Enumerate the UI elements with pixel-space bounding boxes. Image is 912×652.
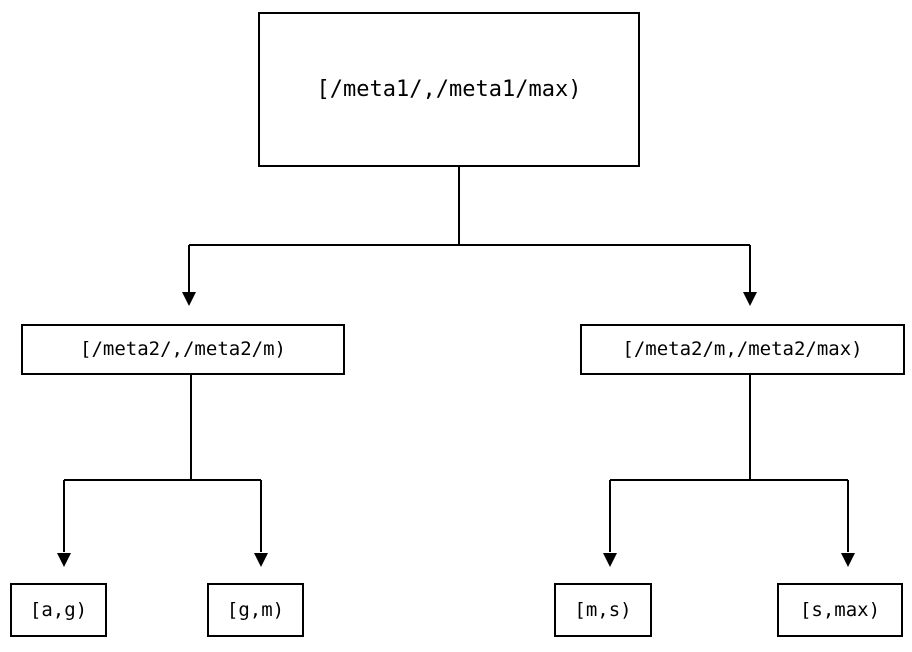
tree-node-leaf-smax[interactable]: [s,max): [777, 583, 903, 637]
tree-node-level2-right[interactable]: [/meta2/m,/meta2/max): [580, 324, 905, 375]
tree-node-leaf-ms-label: [m,s): [574, 598, 632, 621]
tree-node-root-label: [/meta1/,/meta1/max): [316, 76, 582, 102]
tree-node-leaf-gm[interactable]: [g,m): [207, 583, 304, 637]
tree-node-leaf-gm-label: [g,m): [226, 598, 285, 621]
arrowhead-icon-to-leaf-gm: [254, 553, 268, 567]
tree-node-leaf-smax-label: [s,max): [799, 598, 881, 621]
arrowhead-icon-to-leaf-ag: [57, 553, 71, 567]
tree-node-root[interactable]: [/meta1/,/meta1/max): [258, 12, 640, 167]
tree-node-level2-right-label: [/meta2/m,/meta2/max): [622, 338, 863, 360]
arrowhead-icon-to-leaf-ms: [603, 553, 617, 567]
arrowhead-icon-to-level2-left: [182, 292, 196, 306]
arrowhead-icon-to-leaf-smax: [841, 553, 855, 567]
tree-node-level2-left[interactable]: [/meta2/,/meta2/m): [21, 324, 345, 375]
tree-node-leaf-ms[interactable]: [m,s): [554, 583, 652, 637]
arrowhead-icon-to-level2-right: [743, 292, 757, 306]
tree-node-leaf-ag-label: [a,g): [29, 598, 88, 621]
tree-node-leaf-ag[interactable]: [a,g): [10, 583, 107, 637]
tree-node-level2-left-label: [/meta2/,/meta2/m): [80, 338, 286, 360]
